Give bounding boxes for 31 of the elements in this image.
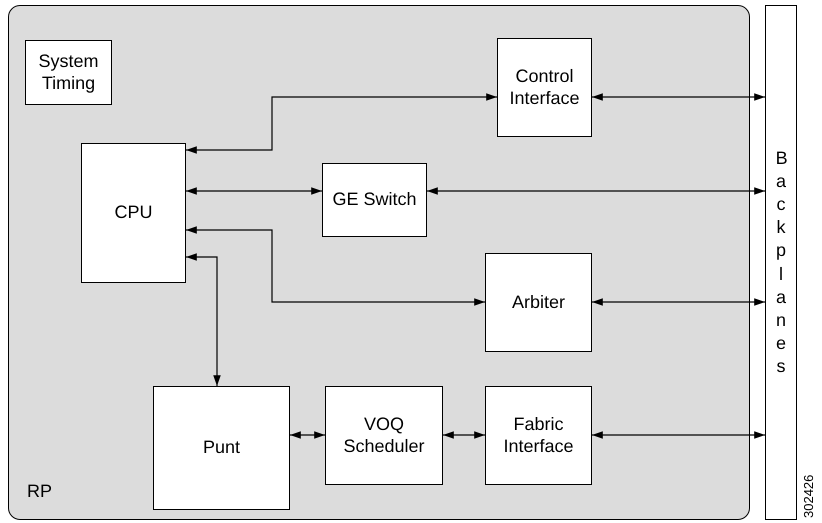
- backplane-bar: [765, 5, 797, 520]
- block-label: Backplanes: [776, 147, 786, 378]
- block-box: [485, 253, 592, 352]
- connector-arrow: [443, 431, 485, 439]
- block-label: Fabric Interface: [502, 414, 575, 458]
- block-label: GE Switch: [332, 189, 417, 211]
- block-box: [497, 38, 592, 137]
- block-box: [25, 40, 112, 105]
- figure-number: 302426: [801, 474, 816, 518]
- block-box: [153, 386, 290, 510]
- block-box: [485, 386, 592, 485]
- block-box: [81, 143, 186, 283]
- block-label: VOQ Scheduler: [342, 414, 426, 458]
- connector-arrow: [427, 187, 765, 195]
- block-label: CPU: [114, 202, 152, 224]
- connector-arrow: [592, 93, 765, 101]
- connector-arrow: [186, 187, 322, 195]
- block-box: [322, 163, 427, 237]
- connector-arrow: [290, 431, 325, 439]
- connector-arrow: [186, 226, 485, 306]
- block-box: [325, 386, 443, 485]
- block-label: System Timing: [37, 50, 100, 94]
- block-label: Arbiter: [512, 292, 565, 314]
- connector-arrow: [186, 253, 221, 386]
- block-label: Punt: [202, 437, 240, 459]
- block-label: RP: [27, 481, 52, 503]
- block-label: Control Interface: [508, 66, 581, 110]
- connector-arrow: [592, 298, 765, 306]
- connector-arrow: [186, 93, 497, 154]
- connector-arrow: [592, 431, 765, 439]
- container-panel: [8, 5, 750, 520]
